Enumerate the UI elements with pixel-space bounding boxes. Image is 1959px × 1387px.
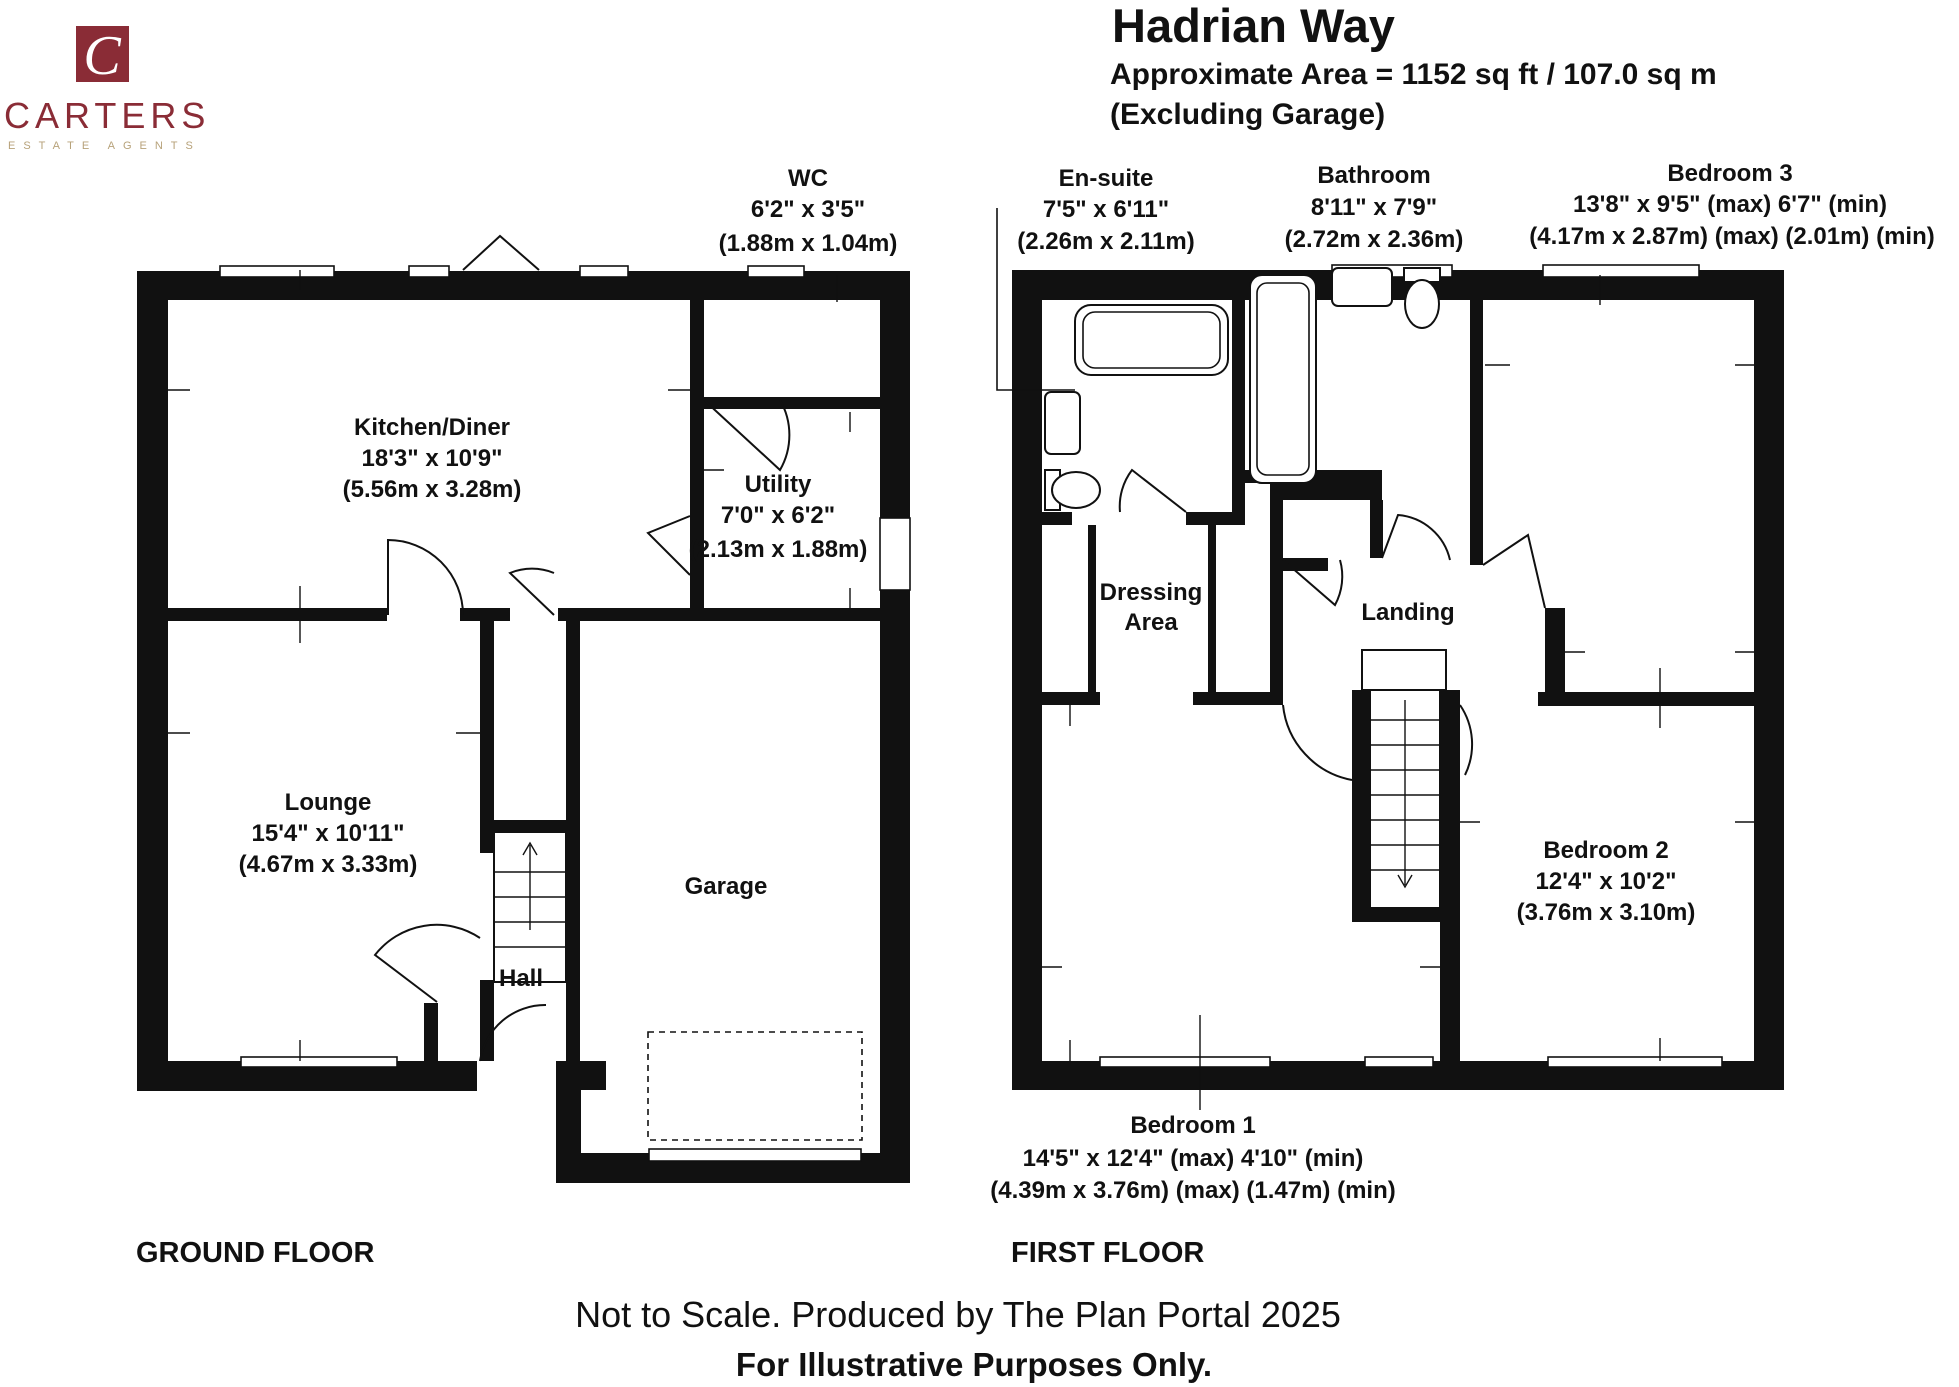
wc-name: WC bbox=[788, 165, 828, 192]
dressing-line1: Dressing bbox=[1100, 579, 1203, 606]
dressing-line2: Area bbox=[1124, 609, 1178, 636]
wc-metric: (1.88m x 1.04m) bbox=[719, 230, 898, 257]
ground-dimension-markers bbox=[168, 270, 851, 1061]
bedroom1-metric: (4.39m x 3.76m) (max) (1.47m) (min) bbox=[990, 1177, 1395, 1204]
staircase-icon bbox=[493, 831, 567, 983]
bath-icon bbox=[1074, 304, 1229, 376]
logo-name: CARTERS bbox=[4, 95, 210, 136]
toilet-icon bbox=[1044, 469, 1101, 511]
bedroom1-imperial: 14'5" x 12'4" (max) 4'10" (min) bbox=[1023, 1145, 1364, 1172]
kitchen-imperial: 18'3" x 10'9" bbox=[362, 445, 503, 472]
wc-imperial: 6'2" x 3'5" bbox=[751, 196, 865, 223]
basin-icon bbox=[1331, 267, 1393, 307]
carters-logo-icon bbox=[76, 26, 129, 82]
lounge-metric: (4.67m x 3.33m) bbox=[239, 851, 418, 878]
logo-letter: C bbox=[83, 25, 121, 87]
logo-tagline: ESTATE AGENTS bbox=[8, 140, 201, 152]
ground-floor-plan: Kitchen/Diner 18'3" x 10'9" (5.56m x 3.2… bbox=[136, 165, 911, 1269]
ensuite-metric: (2.26m x 2.11m) bbox=[1017, 228, 1194, 255]
bedroom3-imperial: 13'8" x 9'5" (max) 6'7" (min) bbox=[1573, 191, 1887, 218]
staircase-icon bbox=[1361, 649, 1447, 909]
bath-icon bbox=[1249, 274, 1317, 484]
bedroom3-name: Bedroom 3 bbox=[1667, 160, 1792, 187]
carters-logo: C CARTERS ESTATE AGENTS bbox=[4, 25, 210, 152]
scale-note: Not to Scale. Produced by The Plan Porta… bbox=[575, 1294, 1341, 1335]
bedroom2-metric: (3.76m x 3.10m) bbox=[1517, 899, 1696, 926]
first-floor-plan: En-suite 7'5" x 6'11" (2.26m x 2.11m) Ba… bbox=[990, 160, 1934, 1269]
bathroom-name: Bathroom bbox=[1317, 162, 1430, 189]
garage-name: Garage bbox=[685, 873, 768, 900]
first-floor-label: FIRST FLOOR bbox=[1011, 1237, 1204, 1269]
bathroom-metric: (2.72m x 2.36m) bbox=[1285, 226, 1464, 253]
ensuite-imperial: 7'5" x 6'11" bbox=[1043, 196, 1169, 223]
utility-metric: (2.13m x 1.88m) bbox=[689, 536, 868, 563]
lounge-imperial: 15'4" x 10'11" bbox=[252, 820, 405, 847]
property-title: Hadrian Way bbox=[1112, 0, 1395, 52]
approximate-area: Approximate Area = 1152 sq ft / 107.0 sq… bbox=[1110, 58, 1717, 91]
bedroom2-imperial: 12'4" x 10'2" bbox=[1536, 868, 1677, 895]
first-dimension-markers bbox=[1042, 275, 1754, 1110]
utility-name: Utility bbox=[745, 471, 812, 498]
hall-name: Hall bbox=[499, 965, 543, 992]
disclaimer: For Illustrative Purposes Only. bbox=[736, 1346, 1212, 1383]
bedroom3-metric: (4.17m x 2.87m) (max) (2.01m) (min) bbox=[1529, 223, 1934, 250]
bedroom1-name: Bedroom 1 bbox=[1130, 1112, 1255, 1139]
basin-icon bbox=[1044, 391, 1081, 455]
lounge-name: Lounge bbox=[285, 789, 372, 816]
toilet-icon bbox=[1403, 267, 1441, 329]
ground-floor-label: GROUND FLOOR bbox=[136, 1237, 374, 1269]
ensuite-name: En-suite bbox=[1059, 165, 1154, 192]
garage-door-icon bbox=[647, 1031, 863, 1141]
bedroom2-name: Bedroom 2 bbox=[1543, 837, 1668, 864]
kitchen-name: Kitchen/Diner bbox=[354, 414, 510, 441]
kitchen-metric: (5.56m x 3.28m) bbox=[343, 476, 522, 503]
utility-imperial: 7'0" x 6'2" bbox=[721, 502, 835, 529]
landing-name: Landing bbox=[1361, 599, 1454, 626]
area-note: (Excluding Garage) bbox=[1110, 98, 1385, 131]
bathroom-imperial: 8'11" x 7'9" bbox=[1311, 194, 1437, 221]
